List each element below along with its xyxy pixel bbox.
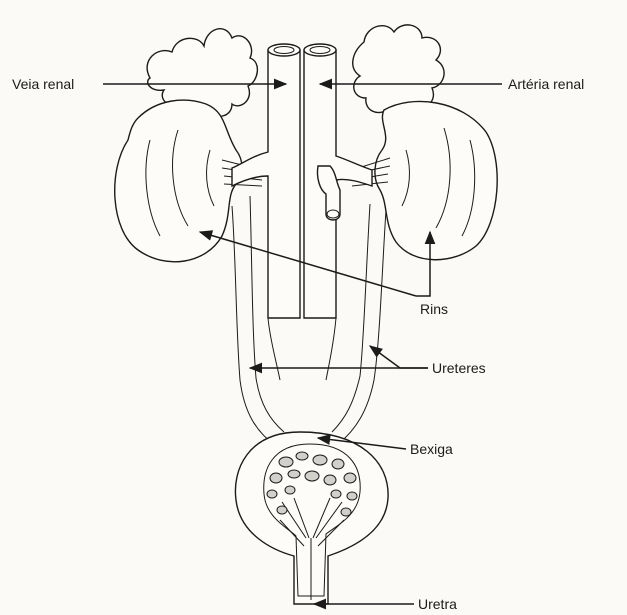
left-kidney [115, 100, 242, 262]
bladder [235, 432, 388, 604]
right-ureter-inner [332, 204, 370, 432]
label-renal-artery: Artéria renal [508, 76, 584, 92]
mucosa-fold [347, 492, 357, 500]
label-urethra: Uretra [418, 596, 457, 612]
mucosa-fold [285, 486, 295, 494]
mucosa-fold [288, 470, 300, 478]
vessel-continuation [326, 318, 336, 380]
mucosa-fold [324, 475, 336, 485]
mucosa-fold [267, 490, 277, 498]
mucosa-fold [332, 459, 344, 469]
mucosa-fold [313, 455, 327, 465]
vessel-continuation [268, 318, 280, 380]
mucosa-fold [341, 508, 351, 516]
mucosa-fold [270, 473, 282, 483]
mucosa-fold [279, 457, 293, 467]
label-ureters: Ureteres [432, 360, 486, 376]
mucosa-fold [305, 471, 319, 481]
right-kidney [375, 101, 497, 259]
label-kidneys: Rins [420, 301, 448, 317]
mucosa-fold [331, 490, 341, 498]
mucosa-fold [296, 452, 308, 460]
right-ureter [338, 210, 386, 444]
label-renal-vein: Veia renal [12, 76, 74, 92]
mucosa-fold [344, 473, 356, 483]
aorta-opening [304, 44, 336, 56]
label-bladder: Bexiga [410, 441, 453, 457]
mucosa-fold [277, 506, 287, 514]
ureters-pointer-right [370, 346, 428, 368]
vena-cava-opening [268, 44, 300, 56]
